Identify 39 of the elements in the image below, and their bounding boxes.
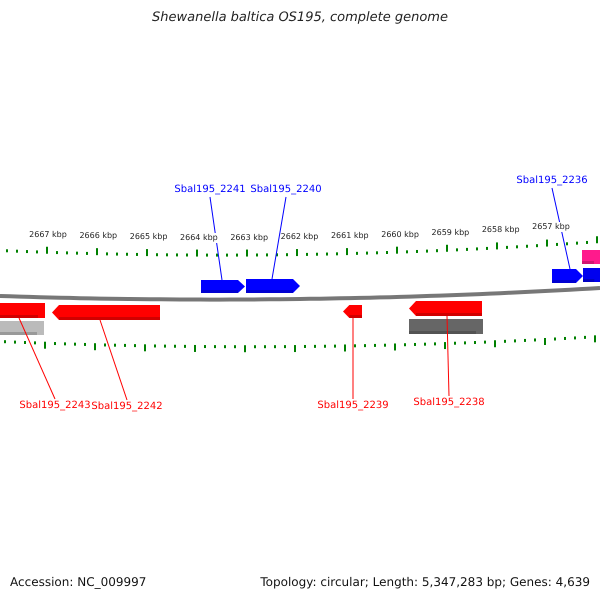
gene-block [201,280,245,293]
scale-label: 2659 kbp [432,228,470,238]
gene-block [409,319,483,334]
leader-line [272,196,286,280]
scale-label: 2665 kbp [130,232,168,242]
gene-label: Sbal195_2240 [250,184,322,196]
scale-label: 2661 kbp [330,231,369,242]
gene-label: Sbal195_2242 [91,401,163,413]
gene-label: Sbal195_2239 [317,400,389,412]
scale-label: 2664 kbp [180,232,218,243]
gene-block [583,268,600,282]
gene-block [246,279,300,293]
leader-line [446,316,450,396]
gene-block [343,305,362,318]
accession-text: Accession: NC_009997 [10,575,146,589]
scale-label: 2666 kbp [79,231,118,242]
scale-label: 2658 kbp [482,225,520,236]
title: Shewanella baltica OS195, complete genome [152,10,448,25]
leader-line [18,318,56,400]
leader-line [552,188,570,270]
leader-line [100,320,128,400]
scale-label: 2663 kbp [230,232,268,243]
gene-label: Sbal195_2236 [516,175,588,187]
genome-info-text: Topology: circular; Length: 5,347,283 bp; Genes: 4,639 [260,575,590,589]
gene-block [409,301,482,316]
gene-block [552,269,583,283]
scale-label: 2662 kbp [280,232,318,242]
gene-label: Sbal195_2238 [413,397,485,409]
gene-label: Sbal195_2241 [174,184,246,196]
leader-line [352,318,354,400]
gene-block [0,321,44,335]
scale-label: 2657 kbp [532,222,570,232]
gene-block [52,305,160,320]
scale-label: 2667 kbp [29,230,67,240]
gene-block [0,303,45,318]
leader-line [210,196,222,280]
scale-label: 2660 kbp [381,230,419,240]
gene-label: Sbal195_2243 [19,400,91,412]
gene-block [582,250,600,264]
